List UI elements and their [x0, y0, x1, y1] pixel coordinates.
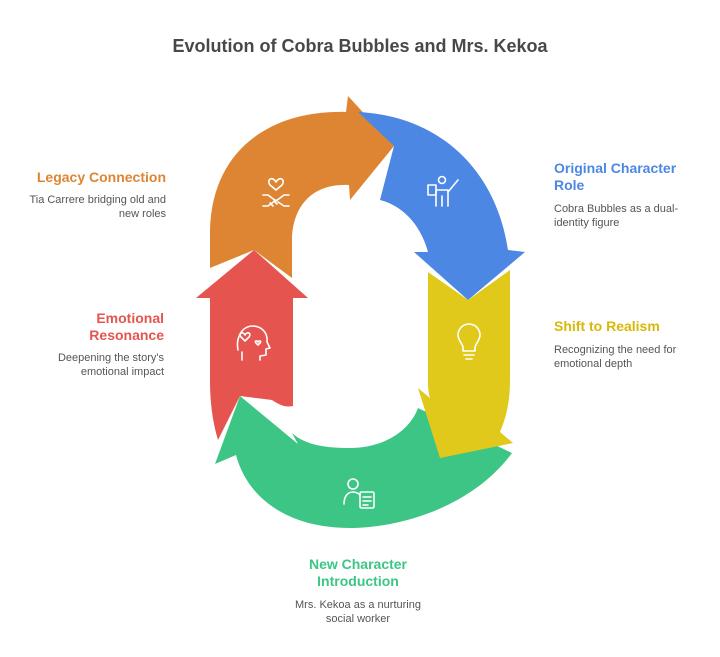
step-emotional-resonance-title: Emotional Resonance	[89, 310, 164, 343]
step-original-role-title: Original Character Role	[554, 160, 677, 193]
step-new-character-title: New Character Introduction	[308, 556, 408, 589]
presenter-icon	[427, 175, 459, 207]
arrow-shift-realism	[418, 270, 513, 458]
lightbulb-icon	[457, 323, 481, 360]
case-worker-icon	[343, 478, 375, 509]
step-new-character-desc: Mrs. Kekoa as a nurturing social worker	[295, 599, 421, 625]
step-shift-realism-desc: Recognizing the need for emotional depth	[554, 344, 677, 370]
heart-handshake-icon	[262, 177, 290, 207]
emotional-head-icon	[236, 325, 271, 361]
diagram-title: Evolution of Cobra Bubbles and Mrs. Keko…	[172, 36, 548, 56]
arrow-emotional-resonance	[196, 250, 308, 440]
step-legacy-connection-title: Legacy Connection	[36, 169, 166, 185]
arrow-legacy-connection	[210, 96, 394, 278]
step-original-role-desc: Cobra Bubbles as a dual- identity figure	[554, 203, 679, 229]
step-emotional-resonance-desc: Deepening the story's emotional impact	[57, 352, 164, 378]
step-shift-realism-title: Shift to Realism	[554, 318, 660, 334]
step-legacy-connection-desc: Tia Carrere bridging old and new roles	[29, 194, 166, 220]
